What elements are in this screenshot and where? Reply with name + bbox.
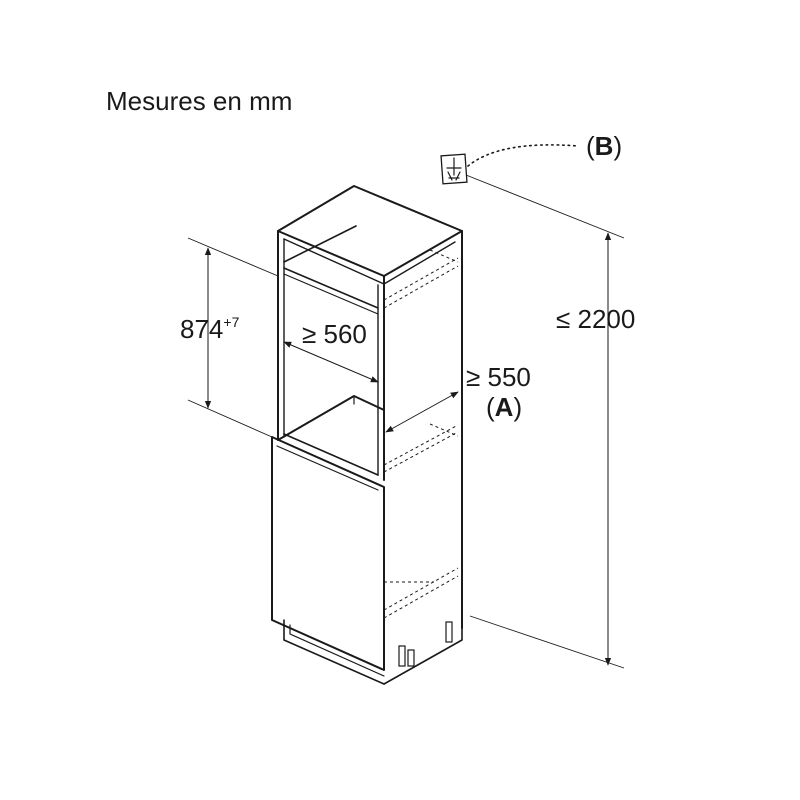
cabinet-top-inner [283,238,456,285]
niche-floor-front [283,433,379,476]
lower-door-highlight [276,445,379,491]
electrical-socket-icon [440,153,468,185]
upper-shelf-front [283,267,379,309]
upper-shelf-back [283,225,357,263]
niche-depth-reference: (A) [486,392,522,422]
niche-floor-back [277,395,385,441]
hidden-line-8 [383,575,459,619]
plinth-inner [289,624,385,677]
lower-door [271,436,385,671]
tall-cabinet [271,185,463,685]
niche-height-dimension [187,237,279,438]
cabinet-height-label: ≤ 2200 [556,304,635,334]
height-extension-top [465,174,625,239]
upper-shelf-front-lower [283,273,379,315]
socket-reference-label: (B) [586,131,622,161]
hidden-line-6 [429,423,459,437]
niche-depth-dimension-line [385,391,459,433]
cabinet-feet [398,621,453,667]
hidden-line-1 [383,257,459,301]
side-bottom [383,627,463,685]
hidden-line-5 [383,431,459,473]
hidden-line-7 [383,567,459,611]
hidden-line-3 [429,249,459,263]
niche-height-label: 874+7 [180,314,240,344]
niche-extension-top [187,237,279,277]
niche-width-dimension-line [283,341,379,383]
plinth-front [283,619,385,685]
cabinet-height-dimension [465,174,625,669]
niche-depth-label: ≥ 550 [466,362,531,392]
diagram-title: Mesures en mm [106,86,292,116]
cabinet-top [277,185,463,277]
hidden-line-2 [383,265,459,309]
niche-width-label: ≥ 560 [302,319,367,349]
niche-extension-bottom [187,399,273,438]
height-extension-bottom [469,615,625,669]
socket-leader-line [467,144,579,167]
hidden-line-4 [383,424,459,466]
